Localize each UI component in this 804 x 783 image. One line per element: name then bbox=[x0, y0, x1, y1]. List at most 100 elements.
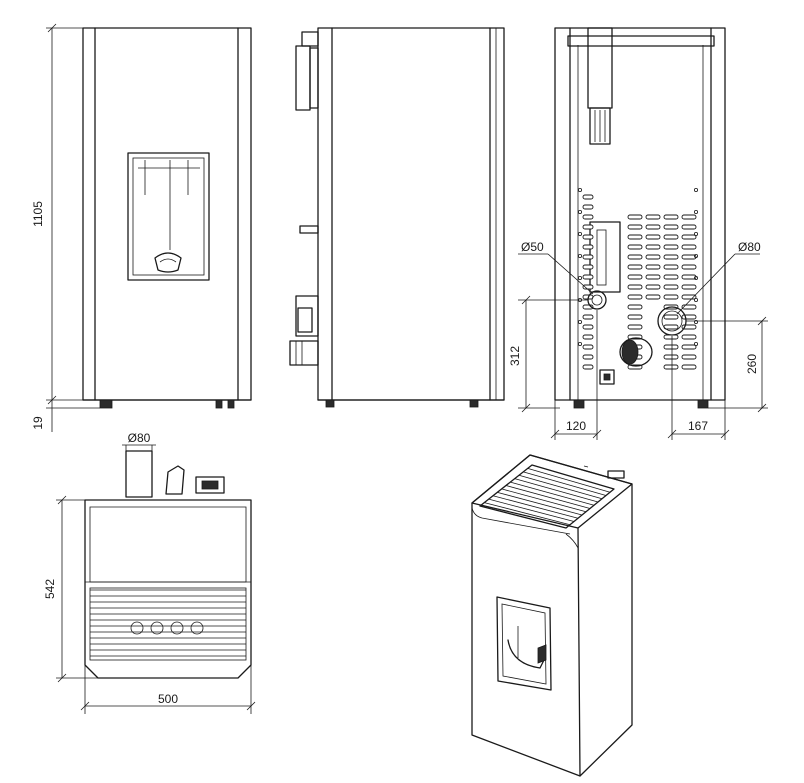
vent-slot bbox=[681, 344, 697, 350]
vent-slot bbox=[663, 284, 679, 290]
vent-slot bbox=[681, 354, 697, 360]
vent-slot bbox=[582, 214, 594, 220]
vent-slot bbox=[645, 264, 661, 270]
vent-slot bbox=[663, 214, 679, 220]
vent-slot bbox=[645, 214, 661, 220]
vent-slot bbox=[582, 224, 594, 230]
inlet-height-label: 312 bbox=[508, 346, 522, 366]
screw-hole bbox=[578, 187, 583, 192]
vent-slot bbox=[681, 244, 697, 250]
screw-hole bbox=[694, 231, 699, 236]
inlet-offset-label: 120 bbox=[566, 419, 586, 433]
vent-slot bbox=[645, 244, 661, 250]
grille-bar bbox=[492, 495, 579, 519]
inlet-circle bbox=[587, 290, 607, 310]
grille-bar bbox=[505, 485, 591, 509]
vent-slot bbox=[663, 314, 679, 320]
rear-vent-slots bbox=[578, 187, 699, 370]
dimension-foot: 19 bbox=[31, 400, 100, 432]
dimension-height: 1105 bbox=[31, 23, 83, 405]
vent-slot bbox=[681, 304, 697, 310]
vent-slot bbox=[582, 204, 594, 210]
top-view bbox=[84, 450, 252, 679]
vent-slot bbox=[582, 334, 594, 340]
iso-top-grille bbox=[484, 468, 611, 526]
grille-bar bbox=[488, 498, 575, 522]
screw-hole bbox=[694, 209, 699, 214]
vent-slot bbox=[645, 274, 661, 280]
screw-hole bbox=[578, 341, 583, 346]
vent-slot bbox=[663, 234, 679, 240]
vent-slot bbox=[663, 224, 679, 230]
top-dimensions: Ø80 542 500 bbox=[43, 431, 256, 714]
vent-slot bbox=[582, 324, 594, 330]
rear-dimensions: Ø50 Ø80 312 260 120 167 bbox=[508, 240, 768, 440]
vent-slot bbox=[663, 344, 679, 350]
foot-label: 19 bbox=[31, 416, 45, 430]
width-label: 500 bbox=[158, 692, 178, 706]
vent-slot bbox=[582, 364, 594, 370]
vent-slot bbox=[627, 244, 643, 250]
vent-slot bbox=[627, 284, 643, 290]
vent-slot bbox=[627, 304, 643, 310]
grille-bar bbox=[527, 468, 611, 493]
screw-hole bbox=[694, 253, 699, 258]
vent-slot bbox=[645, 234, 661, 240]
vent-slot bbox=[681, 254, 697, 260]
vent-slot bbox=[645, 284, 661, 290]
vent-slot bbox=[663, 294, 679, 300]
grille-bar bbox=[484, 502, 571, 526]
vent-slot bbox=[627, 264, 643, 270]
vent-slot bbox=[627, 274, 643, 280]
screw-hole bbox=[578, 231, 583, 236]
vent-slot bbox=[663, 364, 679, 370]
vent-slot bbox=[582, 244, 594, 250]
vent-slot bbox=[582, 274, 594, 280]
vent-slot bbox=[663, 324, 679, 330]
screw-hole bbox=[694, 297, 699, 302]
vent-slot bbox=[627, 324, 643, 330]
grille-frame bbox=[89, 587, 247, 661]
vent-slot bbox=[627, 224, 643, 230]
grille-bar bbox=[523, 471, 607, 496]
screw-hole bbox=[578, 253, 583, 258]
vent-slot bbox=[627, 294, 643, 300]
top-grille bbox=[89, 587, 247, 661]
rear-view bbox=[554, 27, 726, 409]
vent-slot bbox=[681, 264, 697, 270]
vent-slot bbox=[645, 224, 661, 230]
flue-top-label: Ø80 bbox=[128, 431, 151, 445]
vent-slot bbox=[582, 254, 594, 260]
vent-slot bbox=[627, 234, 643, 240]
vent-slot bbox=[627, 214, 643, 220]
vent-slot bbox=[681, 284, 697, 290]
grille-bar bbox=[501, 488, 587, 513]
vent-slot bbox=[645, 294, 661, 300]
front-view bbox=[82, 27, 252, 409]
vent-slot bbox=[681, 224, 697, 230]
vent-slot bbox=[663, 244, 679, 250]
screw-hole bbox=[694, 187, 699, 192]
vent-slot bbox=[582, 194, 594, 200]
depth-label: 542 bbox=[43, 579, 57, 599]
vent-slot bbox=[663, 264, 679, 270]
vent-slot bbox=[663, 354, 679, 360]
grille-bar bbox=[497, 491, 583, 516]
screw-hole bbox=[578, 319, 583, 324]
vent-slot bbox=[681, 364, 697, 370]
vent-slot bbox=[627, 254, 643, 260]
vent-slot bbox=[582, 264, 594, 270]
screw-hole bbox=[694, 275, 699, 280]
screw-hole bbox=[578, 275, 583, 280]
vent-slot bbox=[681, 234, 697, 240]
vent-slot bbox=[645, 254, 661, 260]
outlet-offset-label: 167 bbox=[688, 419, 708, 433]
vent-slot bbox=[681, 274, 697, 280]
screw-hole bbox=[578, 209, 583, 214]
vent-slot bbox=[663, 274, 679, 280]
vent-slot bbox=[582, 354, 594, 360]
grille-bar bbox=[518, 474, 603, 500]
vent-slot bbox=[681, 334, 697, 340]
inlet-diameter-label: Ø50 bbox=[521, 240, 544, 254]
